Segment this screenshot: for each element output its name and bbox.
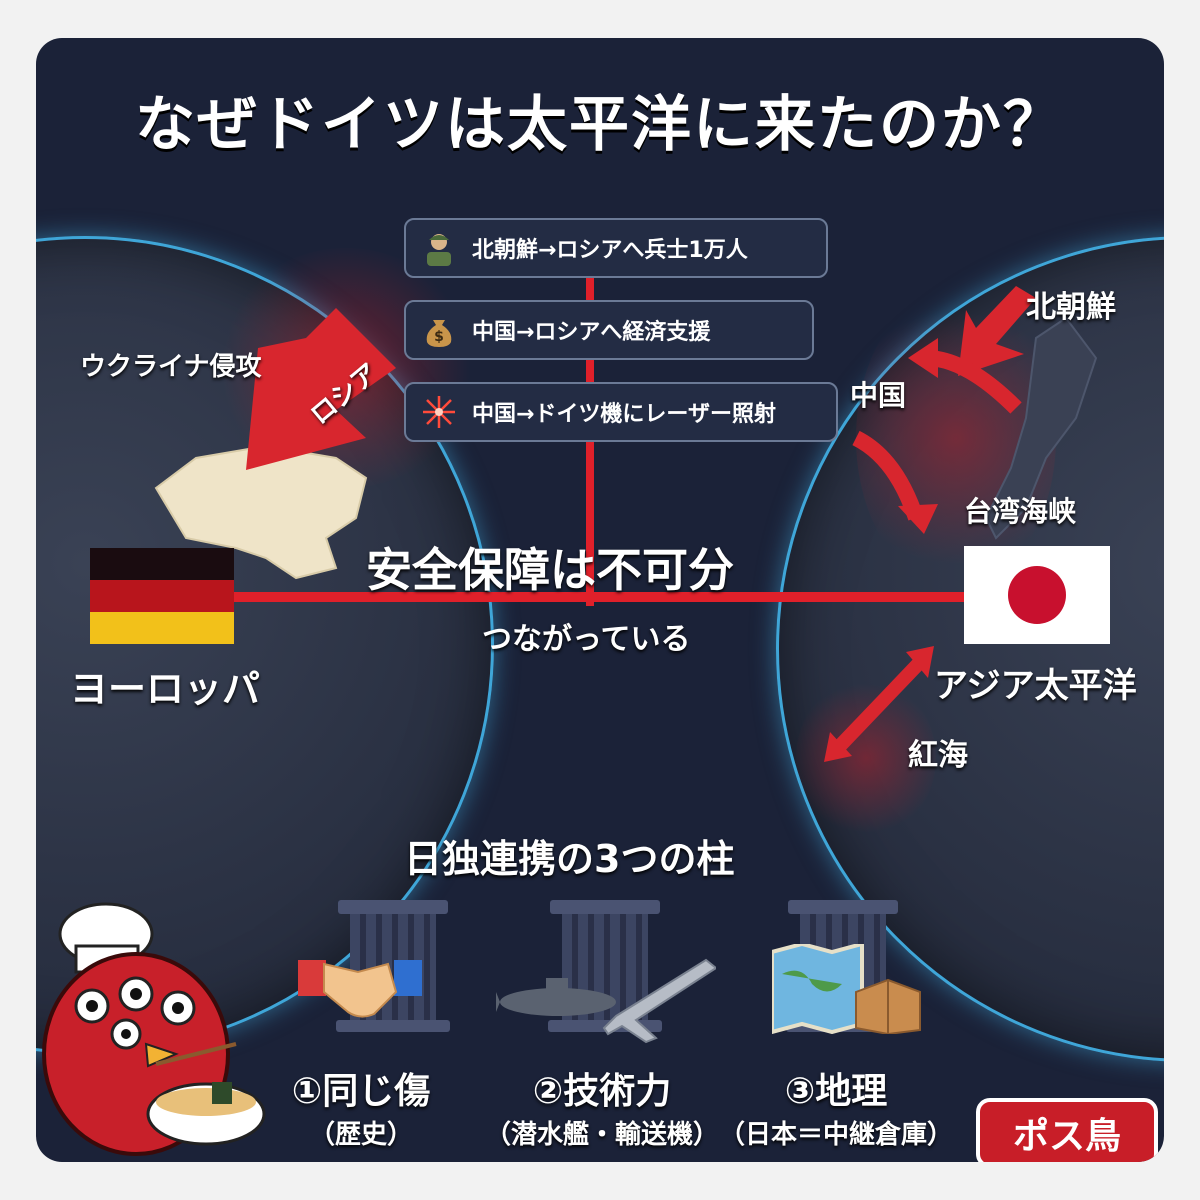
info-box-soldiers: 北朝鮮→ロシアへ兵士1万人 [404, 218, 828, 278]
taiwan-strait-label: 台湾海峡 [964, 495, 1077, 528]
red-glow [796, 678, 936, 838]
pillar-base [336, 1020, 450, 1032]
red-sea-arrowhead-bottom [824, 732, 852, 762]
security-subline: つながっている [482, 622, 691, 657]
north-korea-label: 北朝鮮 [1026, 290, 1116, 325]
brand-badge: ポス鳥 [976, 1098, 1158, 1162]
china-label: 中国 [850, 379, 907, 412]
map-box-icon [772, 944, 921, 1034]
russia-arrow [246, 308, 396, 470]
pillar-cap [788, 900, 898, 914]
security-headline: 安全保障は不可分 [366, 543, 734, 597]
china-arrowhead [908, 338, 938, 378]
laser-icon [420, 393, 458, 431]
page-title: なぜドイツは太平洋に来たのか？ [135, 90, 1065, 160]
info-box-economy: $ 中国→ロシアへ経済支援 [404, 300, 814, 360]
handshake-icon [298, 960, 422, 1018]
japan-shape [984, 316, 1098, 540]
pillar-3-label: ③地理 [784, 1071, 888, 1112]
svg-text:$: $ [434, 329, 444, 345]
red-sea-arrowhead-top [906, 646, 934, 678]
pillar-1-sub: （歴史） [308, 1120, 413, 1150]
north-korea-arrow [958, 286, 1036, 376]
info-box-text: 中国→ドイツ機にレーザー照射 [472, 402, 776, 427]
taiwan-arrowhead [898, 504, 938, 534]
horizontal-connector [234, 592, 964, 602]
red-sea-label: 紅海 [908, 738, 968, 773]
pillars-heading: 日独連携の3つの柱 [404, 837, 735, 881]
europe-label: ヨーロッパ [70, 667, 261, 711]
info-box-text: 北朝鮮→ロシアへ兵士1万人 [472, 238, 748, 263]
pillar-cap [338, 900, 448, 914]
japan-flag [964, 546, 1110, 644]
info-box-text: 中国→ロシアへ経済支援 [472, 320, 711, 345]
pillar-1-label: ①同じ傷 [291, 1071, 431, 1112]
china-arrow [925, 350, 1022, 414]
pillar-cap [550, 900, 660, 914]
pillar-2-sub: （潜水艦・輸送機） [484, 1120, 719, 1150]
submarine-plane-icon [496, 958, 716, 1044]
red-sea-arrow [830, 655, 928, 755]
pillar-2-label: ②技術力 [532, 1071, 672, 1112]
infographic-card: なぜドイツは太平洋に来たのか？ 北朝鮮→ロシアへ兵士1万人 $ 中国→ロシアへ経… [36, 38, 1164, 1162]
germany-flag [90, 548, 234, 644]
chef-bird-mascot [42, 902, 266, 1156]
info-box-laser: 中国→ドイツ機にレーザー照射 [404, 382, 838, 442]
asia-pacific-label: アジア太平洋 [934, 666, 1137, 706]
ukraine-invasion-label: ウクライナ侵攻 [80, 352, 262, 382]
pillar-3-sub: （日本＝中継倉庫） [718, 1120, 953, 1150]
money-bag-icon: $ [420, 311, 458, 349]
soldier-icon [420, 229, 458, 267]
rising-sun [1008, 566, 1066, 624]
